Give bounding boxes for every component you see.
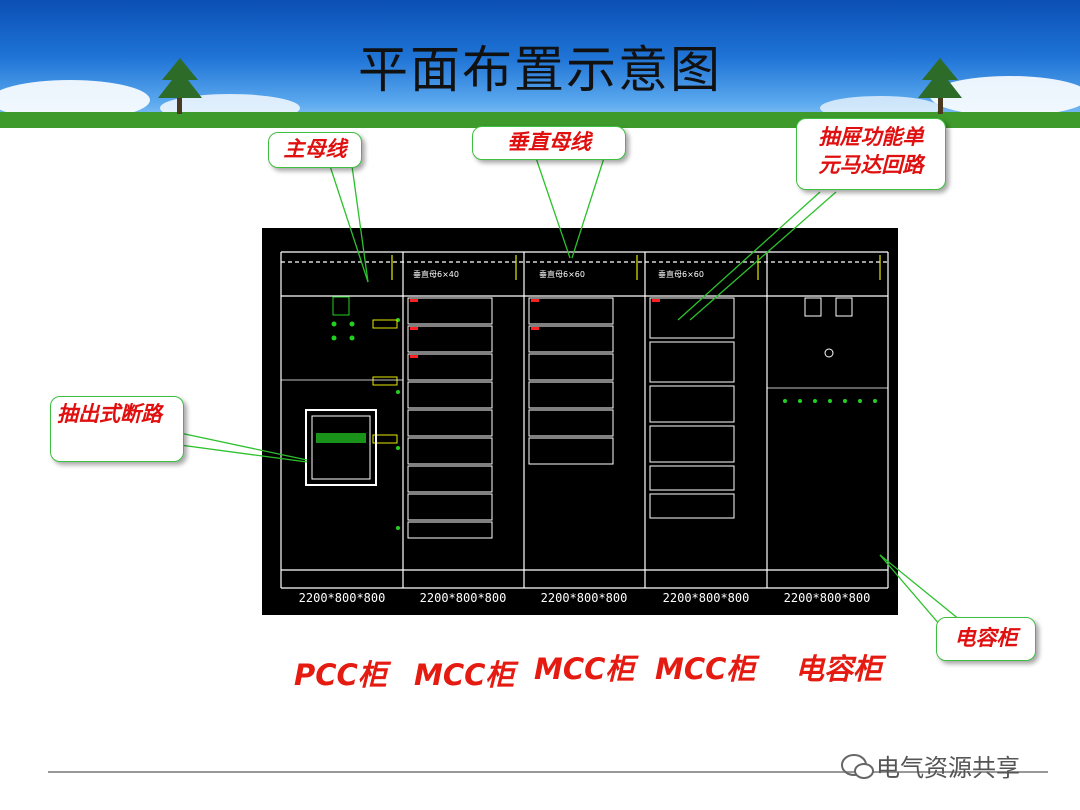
tree-right-icon bbox=[918, 58, 962, 114]
watermark-text: 电气资源共享 bbox=[876, 754, 1020, 782]
cabinet-label-pcc: PCC柜 bbox=[294, 658, 387, 692]
bus-label-4: 垂直母6×60 bbox=[658, 269, 704, 279]
callout-drawer-line1: 抽屉功能单 bbox=[818, 124, 924, 149]
callout-capacitor: 电容柜 bbox=[936, 617, 1036, 661]
watermark: 电气资源共享 bbox=[840, 748, 1020, 783]
cabinet-label-capacitor: 电容柜 bbox=[795, 652, 883, 686]
slide-title: 平面布置示意图 bbox=[358, 41, 722, 99]
footer-divider bbox=[48, 771, 1048, 773]
cabinet-label-mcc-2: MCC柜 bbox=[534, 652, 635, 686]
tree-left-icon bbox=[158, 58, 202, 114]
callout-vertical-busbar: 垂直母线 bbox=[472, 126, 626, 160]
cabinet-size-labels: 2200*800*800 2200*800*800 2200*800*800 2… bbox=[299, 591, 871, 605]
cabinet-size-1: 2200*800*800 bbox=[299, 591, 386, 605]
callout-drawer-line2: 元马达回路 bbox=[818, 152, 924, 177]
cabinet-label-mcc-3: MCC柜 bbox=[655, 652, 756, 686]
cabinet-size-5: 2200*800*800 bbox=[784, 591, 871, 605]
bus-label-3: 垂直母6×60 bbox=[539, 269, 585, 279]
cabinet-label-mcc-1: MCC柜 bbox=[414, 658, 515, 692]
callout-breaker: 抽出式断路 bbox=[50, 396, 184, 462]
bus-label-2: 垂直母6×40 bbox=[413, 269, 459, 279]
callout-drawer-unit: 抽屉功能单 元马达回路 bbox=[796, 118, 946, 190]
cabinet-size-4: 2200*800*800 bbox=[663, 591, 750, 605]
callout-main-busbar: 主母线 bbox=[268, 132, 362, 168]
cabinet-size-3: 2200*800*800 bbox=[541, 591, 628, 605]
wechat-icon bbox=[841, 753, 874, 779]
cabinet-size-2: 2200*800*800 bbox=[420, 591, 507, 605]
